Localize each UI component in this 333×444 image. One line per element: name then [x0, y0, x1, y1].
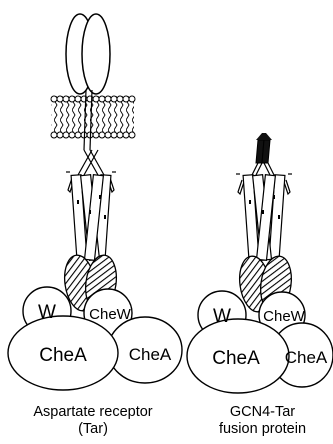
right-caption-line2: fusion protein [192, 421, 333, 438]
right-caption: GCN4-Tar fusion protein [192, 404, 333, 438]
chea-label-small: CheA [129, 345, 172, 364]
cytoplasmic-coiled-coil-icon [66, 172, 116, 260]
left-caption-line2: (Tar) [0, 421, 186, 438]
gcn4-helices-icon [252, 163, 274, 175]
left-caption-line1: Aspartate receptor [0, 404, 186, 421]
aspartate-receptor-group: W CheW CheA CheA [8, 14, 182, 390]
gcn4-w-label: W [213, 306, 231, 327]
periplasmic-domain-icon [66, 14, 110, 94]
w-label: W [38, 302, 56, 323]
lipid-bilayer-membrane-icon [51, 96, 135, 138]
gcn4-leucine-zipper-tip-icon [256, 133, 272, 163]
gcn4-tar-fusion-group: W CheW CheA CheA [187, 133, 333, 393]
gcn4-chea-label-small: CheA [285, 348, 328, 367]
gcn4-chea-label-big: CheA [212, 348, 260, 369]
gcn4-chew-label: CheW [263, 308, 306, 325]
chew-label: CheW [89, 306, 132, 323]
chea-label-big: CheA [39, 345, 87, 366]
gcn4-coiled-coil-icon [236, 174, 292, 260]
right-caption-line1: GCN4-Tar [192, 404, 333, 421]
left-caption: Aspartate receptor (Tar) [0, 404, 186, 438]
